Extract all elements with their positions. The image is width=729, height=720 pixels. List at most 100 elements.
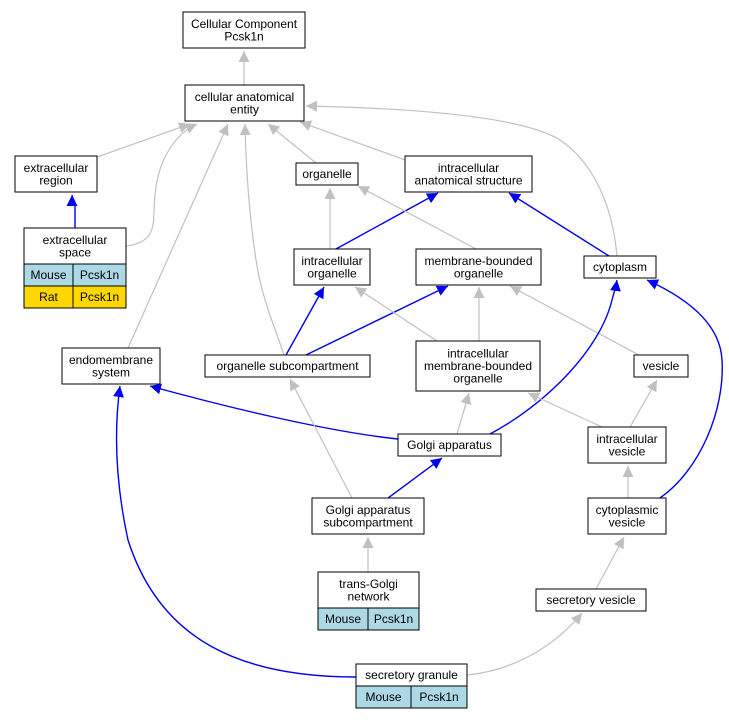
edge-cyt-to-cae	[305, 100, 618, 257]
edge-osc-to-io	[285, 286, 325, 356]
node-ves[interactable]: vesicle	[633, 354, 689, 378]
node-label-line: space	[59, 245, 91, 259]
node-label-line: entity	[230, 102, 259, 116]
node-label-line: cytoplasmic	[596, 503, 659, 517]
edge-org-to-cae	[267, 123, 317, 164]
node-label-line: organelle	[307, 266, 357, 280]
node-box	[61, 347, 161, 385]
node-box	[23, 227, 127, 265]
node-label-line: organelle subcompartment	[216, 359, 359, 373]
node-box	[415, 248, 542, 286]
edge-sg-to-sv	[466, 612, 583, 676]
annotation-species-label: Rat	[39, 290, 58, 304]
edge-gas-to-osc	[289, 378, 353, 499]
node-box	[311, 497, 425, 535]
node-label-line: intracellular	[438, 161, 499, 175]
edge-iv-to-ves	[629, 379, 658, 428]
annotation-species-label: Mouse	[30, 268, 66, 282]
node-label-line: extracellular	[43, 233, 108, 247]
node-label-line: intracellular	[447, 347, 508, 361]
node-label-line: secretory granule	[365, 668, 458, 682]
node-label-line: organelle	[454, 266, 504, 280]
node-label-line: Pcsk1n	[224, 29, 263, 43]
node-label-line: cellular anatomical	[195, 90, 294, 104]
edge-gas-to-ga	[387, 457, 443, 499]
edge-mbo-to-org	[357, 185, 477, 250]
node-cyt[interactable]: cytoplasm	[583, 255, 657, 279]
node-label-line: system	[92, 365, 130, 379]
node-box	[295, 162, 359, 186]
node-label-line: membrane-bounded	[424, 254, 532, 268]
node-label-line: extracellular	[24, 161, 89, 175]
node-label-line: endomembrane	[69, 353, 153, 367]
node-label-line: secretory vesicle	[546, 593, 636, 607]
node-box	[317, 571, 420, 609]
annotation-species-label: Mouse	[325, 612, 361, 626]
edge-ga-to-imbo	[456, 392, 472, 435]
node-box	[583, 255, 657, 279]
node-label-line: network	[347, 589, 390, 603]
edge-cv-to-cyt	[646, 279, 723, 499]
node-box	[587, 497, 667, 535]
node-org[interactable]: organelle	[295, 162, 359, 186]
node-label-line: organelle	[453, 372, 503, 386]
node-label-line: region	[39, 173, 72, 187]
node-label-line: vesicle	[609, 444, 646, 458]
edge-ias-to-cae	[299, 120, 409, 162]
edge-iv-to-imbo	[527, 392, 603, 428]
node-ga[interactable]: Golgi apparatus	[397, 433, 502, 457]
annotation-gene-label: Pcsk1n	[80, 290, 119, 304]
node-box	[182, 11, 306, 49]
node-box	[587, 426, 667, 464]
node-box	[415, 340, 541, 392]
edge-ves-to-mbo	[509, 285, 640, 356]
annotation-gene-cell	[410, 685, 468, 709]
edges-layer	[66, 51, 723, 678]
annotation-gene-label: Pcsk1n	[374, 612, 413, 626]
node-label-line: cytoplasm	[593, 260, 647, 274]
edge-ga-to-cyt	[489, 279, 621, 435]
node-box	[535, 588, 647, 612]
node-box	[633, 354, 689, 378]
node-box	[293, 248, 371, 286]
edge-ems-to-cae	[127, 123, 229, 349]
node-label-line: subcompartment	[323, 515, 413, 529]
annotation-gene-label: Pcsk1n	[419, 690, 458, 704]
node-label-line: vesicle	[643, 359, 680, 373]
node-label-line: anatomical structure	[414, 173, 522, 187]
node-label-line: intracellular	[596, 432, 657, 446]
edge-osc-to-mbo	[305, 285, 449, 356]
edge-osc-to-cae	[239, 123, 285, 356]
node-box	[397, 433, 502, 457]
node-label-line: intracellular	[301, 254, 362, 268]
node-box	[404, 155, 533, 193]
edge-io-to-ias	[335, 192, 439, 250]
annotation-species-label: Mouse	[365, 690, 401, 704]
annotation-gene-label: Pcsk1n	[80, 268, 119, 282]
node-label-line: organelle	[302, 167, 352, 181]
edge-er-to-cae	[96, 122, 191, 158]
node-sv[interactable]: secretory vesicle	[535, 588, 647, 612]
node-osc[interactable]: organelle subcompartment	[204, 354, 371, 378]
node-label-line: Golgi apparatus	[326, 503, 411, 517]
node-box	[204, 354, 371, 378]
edge-es-to-er	[66, 194, 78, 228]
node-label-line: membrane-bounded	[424, 359, 532, 373]
node-box	[184, 84, 305, 122]
